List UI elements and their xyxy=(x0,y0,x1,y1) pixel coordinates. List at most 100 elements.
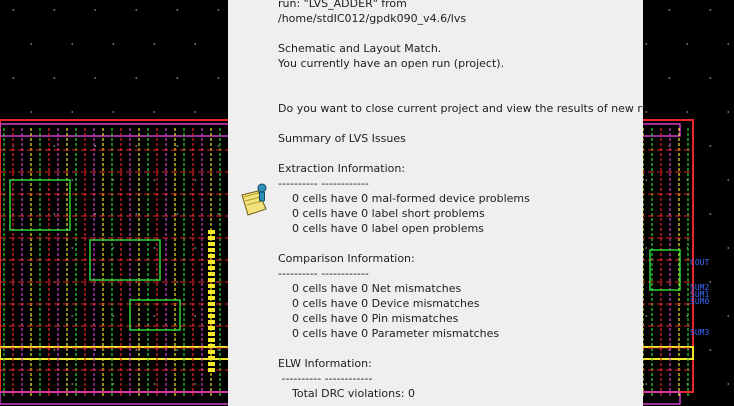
via-contact xyxy=(208,248,215,252)
grid-dot xyxy=(153,111,156,113)
pin-label-cout: COUT xyxy=(690,258,709,267)
via-contact xyxy=(208,278,215,282)
message-line: ---------- ------------ xyxy=(278,177,369,190)
grid-dot xyxy=(176,9,179,11)
via-contact xyxy=(208,326,215,330)
grid-dot xyxy=(112,43,115,45)
message-line: 0 cells have 0 label open problems xyxy=(278,222,484,235)
grid-dot xyxy=(153,179,156,181)
message-line: Do you want to close current project and… xyxy=(278,102,643,115)
grid-dot xyxy=(709,349,712,351)
grid-dot xyxy=(53,145,56,147)
grid-dot xyxy=(176,145,179,147)
grid-dot xyxy=(71,111,74,113)
grid-dot xyxy=(176,77,179,79)
message-line: 0 cells have 0 Parameter mismatches xyxy=(278,327,500,340)
via-contact xyxy=(208,266,215,270)
via-contact xyxy=(208,230,215,234)
grid-dot xyxy=(71,247,74,249)
via-contact xyxy=(208,320,215,324)
grid-dot xyxy=(30,111,33,113)
grid-dot xyxy=(194,247,197,249)
grid-dot xyxy=(709,9,712,11)
grid-dot xyxy=(727,383,730,385)
diffusion-region xyxy=(129,299,181,331)
via-contact xyxy=(208,344,215,348)
grid-dot xyxy=(135,145,138,147)
via-contact xyxy=(208,242,215,246)
message-line: Comparison Information: xyxy=(278,252,415,265)
message-line: Total DRC violations: 0 xyxy=(278,387,416,400)
grid-dot xyxy=(194,315,197,317)
message-line: 0 cells have 0 Device mismatches xyxy=(278,297,480,310)
message-line: You currently have an open run (project)… xyxy=(278,57,505,70)
pin-label-sum2: SUM2 xyxy=(690,283,709,292)
grid-dot xyxy=(709,213,712,215)
grid-dot xyxy=(645,43,648,45)
pin-label-sum3: SUM3 xyxy=(690,328,709,337)
message-line: ELW Information: xyxy=(278,357,372,370)
message-line: Extraction Information: xyxy=(278,162,406,175)
grid-dot xyxy=(112,315,115,317)
via-contact xyxy=(208,254,215,258)
message-line: run: "LVS_ADDER" from xyxy=(278,0,407,10)
diffusion-region xyxy=(89,239,161,281)
grid-dot xyxy=(71,383,74,385)
grid-dot xyxy=(135,77,138,79)
grid-dot xyxy=(12,9,15,11)
via-contact xyxy=(208,272,215,276)
grid-dot xyxy=(217,9,220,11)
via-contact xyxy=(208,308,215,312)
via-contact xyxy=(208,296,215,300)
grid-dot xyxy=(112,383,115,385)
grid-dot xyxy=(727,43,730,45)
via-contact xyxy=(208,350,215,354)
grid-dot xyxy=(94,213,97,215)
via-contact xyxy=(208,368,215,372)
via-contact xyxy=(208,362,215,366)
grid-dot xyxy=(135,213,138,215)
grid-dot xyxy=(30,43,33,45)
grid-dot xyxy=(71,179,74,181)
grid-dot xyxy=(217,349,220,351)
grid-dot xyxy=(71,315,74,317)
grid-dot xyxy=(645,247,648,249)
via-contact xyxy=(208,356,215,360)
grid-dot xyxy=(153,247,156,249)
grid-dot xyxy=(686,111,689,113)
grid-dot xyxy=(709,281,712,283)
grid-dot xyxy=(53,349,56,351)
grid-dot xyxy=(686,43,689,45)
message-line: 0 cells have 0 label short problems xyxy=(278,207,485,220)
grid-dot xyxy=(71,43,74,45)
via-contact xyxy=(208,284,215,288)
grid-dot xyxy=(217,145,220,147)
grid-dot xyxy=(217,213,220,215)
grid-dot xyxy=(727,179,730,181)
grid-dot xyxy=(194,111,197,113)
grid-dot xyxy=(727,247,730,249)
grid-dot xyxy=(112,111,115,113)
message-line: 0 cells have 0 mal-formed device problem… xyxy=(278,192,530,205)
grid-dot xyxy=(645,315,648,317)
grid-dot xyxy=(153,315,156,317)
message-line: 0 cells have 0 Pin mismatches xyxy=(278,312,459,325)
grid-dot xyxy=(194,179,197,181)
via-contact xyxy=(208,332,215,336)
message-line: Summary of LVS Issues xyxy=(278,132,406,145)
grid-dot xyxy=(727,315,730,317)
via-contact xyxy=(208,236,215,240)
grid-dot xyxy=(94,349,97,351)
grid-dot xyxy=(112,179,115,181)
grid-dot xyxy=(645,179,648,181)
diffusion-region xyxy=(649,249,681,291)
grid-dot xyxy=(709,77,712,79)
grid-dot xyxy=(217,77,220,79)
diffusion-region xyxy=(9,179,71,231)
grid-dot xyxy=(94,9,97,11)
pin-label-sum1: SUM1 xyxy=(690,290,709,299)
message-line: ---------- ------------ xyxy=(278,372,373,385)
grid-dot xyxy=(94,77,97,79)
grid-dot xyxy=(194,43,197,45)
grid-dot xyxy=(709,145,712,147)
